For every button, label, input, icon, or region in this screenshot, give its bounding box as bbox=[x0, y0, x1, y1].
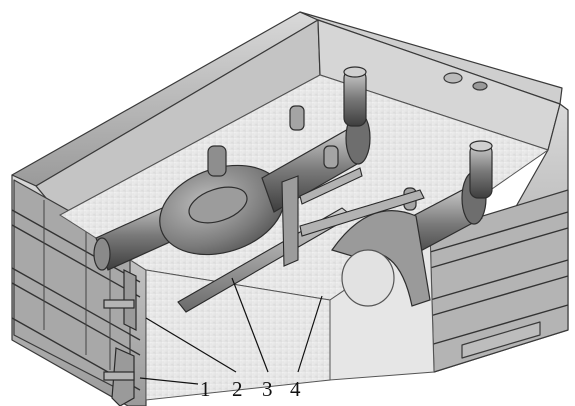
riser-center bbox=[207, 145, 227, 177]
leader-line-4 bbox=[297, 295, 323, 373]
gating-system bbox=[177, 167, 425, 313]
leader-lines bbox=[139, 277, 323, 385]
leader-line-1 bbox=[139, 377, 199, 385]
riser-right-top bbox=[343, 69, 367, 127]
callout-labels: 1 2 3 4 bbox=[200, 377, 301, 401]
runner-bar-cross bbox=[281, 175, 299, 267]
flask-hooks bbox=[103, 269, 137, 406]
leader-line-3 bbox=[231, 277, 269, 373]
callout-1: 1 bbox=[200, 377, 211, 401]
callout-2: 2 bbox=[232, 377, 243, 401]
runner-bar-back bbox=[299, 189, 425, 237]
callout-3: 3 bbox=[262, 377, 273, 401]
flask bbox=[11, 11, 569, 406]
flask-left-ribs bbox=[11, 209, 141, 391]
callout-4: 4 bbox=[290, 377, 301, 401]
leader-line-2 bbox=[145, 317, 237, 373]
flask-right-ribs bbox=[429, 211, 569, 346]
